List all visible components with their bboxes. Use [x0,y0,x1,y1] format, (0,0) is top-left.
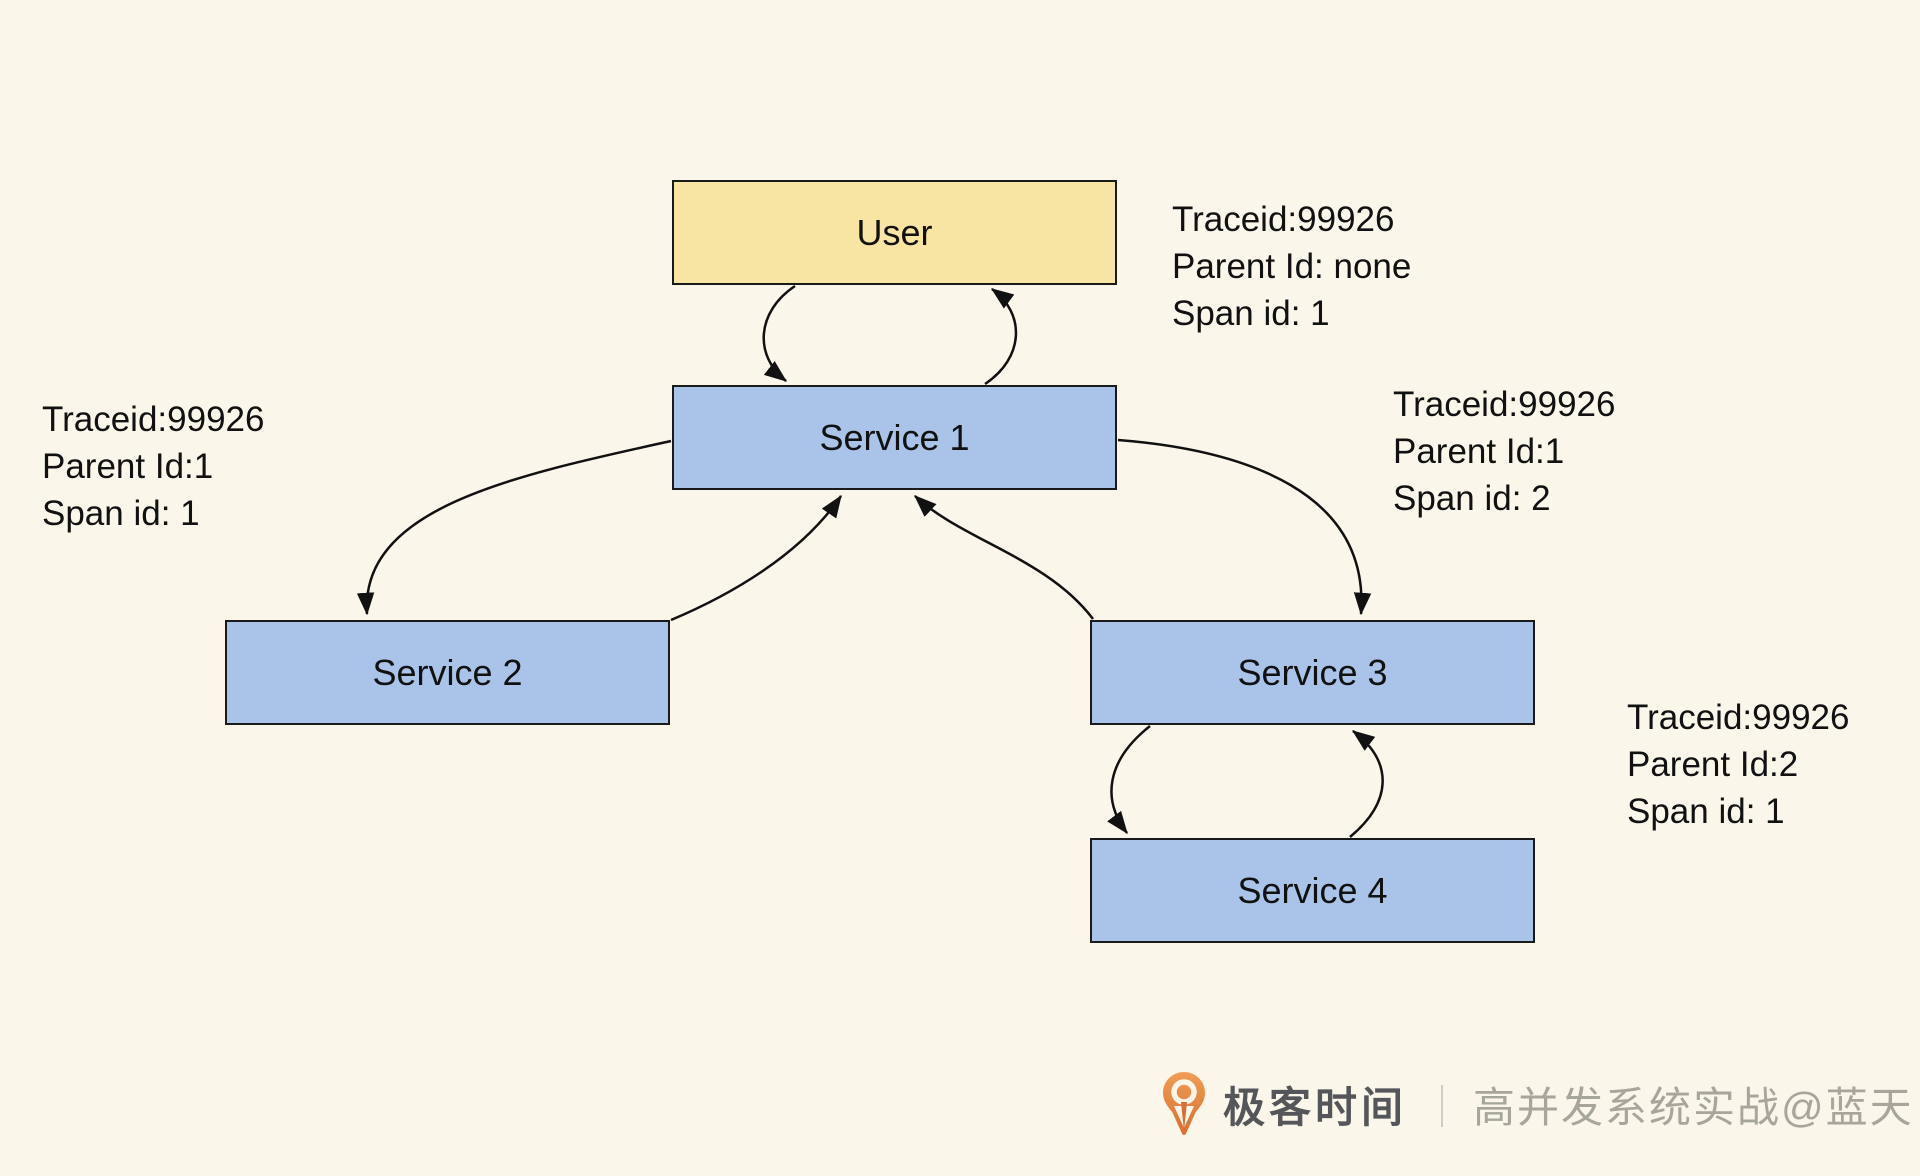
annotation-user-trace: Traceid:99926 Parent Id: none Span id: 1 [1172,196,1411,337]
arrow-service1-to-service3 [1117,438,1372,616]
span-id-line: Span id: 2 [1393,479,1551,518]
parent-id-line: Parent Id:2 [1627,745,1799,784]
node-service-1-label: Service 1 [819,416,970,458]
node-service-3: Service 3 [1090,620,1535,725]
watermark: 极客时间 ｜ 高并发系统实战@蓝天 [1163,1070,1914,1138]
annotation-service2-trace: Traceid:99926 Parent Id:1 Span id: 1 [42,396,264,537]
annotation-service3-trace: Traceid:99926 Parent Id:1 Span id: 2 [1393,381,1615,522]
node-service-2: Service 2 [225,620,670,725]
arrow-service3-to-service4 [1107,725,1151,834]
arrow-service1-to-service2 [356,439,672,616]
node-user-label: User [856,211,933,253]
arrow-service3-to-service1 [914,495,1094,620]
parent-id-line: Parent Id:1 [1393,432,1565,471]
span-id-line: Span id: 1 [1172,294,1330,333]
parent-id-line: Parent Id: none [1172,247,1412,286]
arrow-user-to-service1 [762,284,796,382]
watermark-brand: 极客时间 [1223,1083,1408,1131]
watermark-caption: 高并发系统实战@蓝天 [1473,1083,1914,1131]
node-service-4: Service 4 [1090,838,1535,943]
span-id-line: Span id: 1 [1627,792,1785,831]
node-service-2-label: Service 2 [372,651,523,693]
node-service-3-label: Service 3 [1237,651,1388,693]
annotation-service4-trace: Traceid:99926 Parent Id:2 Span id: 1 [1627,694,1849,835]
node-service-1: Service 1 [672,385,1117,490]
trace-id-line: Traceid:99926 [1393,385,1616,424]
trace-id-line: Traceid:99926 [42,400,265,439]
parent-id-line: Parent Id:1 [42,447,214,486]
node-service-4-label: Service 4 [1237,869,1388,911]
geektime-logo-icon [1163,1072,1205,1135]
watermark-separator: ｜ [1421,1083,1464,1131]
trace-id-line: Traceid:99926 [1627,698,1850,737]
node-user: User [672,180,1117,285]
trace-id-line: Traceid:99926 [1172,200,1395,239]
span-id-line: Span id: 1 [42,494,200,533]
arrow-service2-to-service1 [670,494,843,622]
arrow-service1-to-user [984,287,1018,386]
arrow-service4-to-service3 [1349,730,1384,838]
